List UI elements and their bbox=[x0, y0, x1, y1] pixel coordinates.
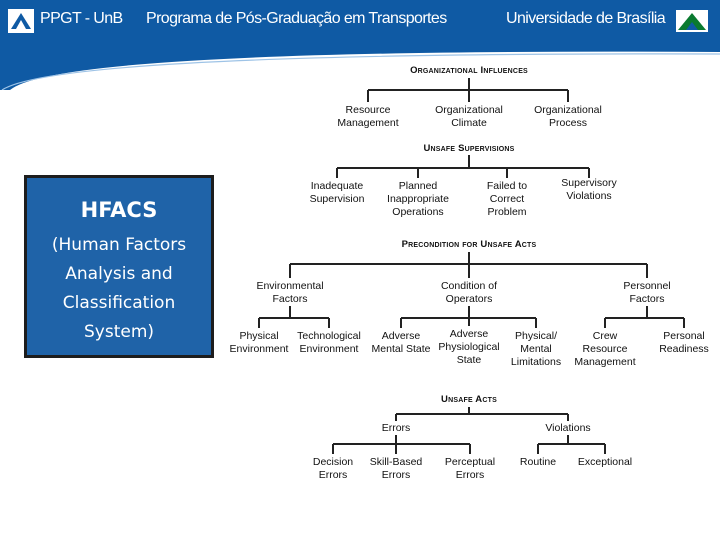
ppgt-logo-icon bbox=[8, 9, 34, 33]
node-adverse-physiological-state: Adverse Physiological State bbox=[438, 328, 500, 366]
unb-logo-icon bbox=[676, 10, 708, 32]
node-crew-resource-management: Crew Resource Management bbox=[574, 330, 636, 368]
node-violations: Violations bbox=[545, 422, 591, 434]
node-physical-mental-limitations: Physical/ Mental Limitations bbox=[510, 330, 562, 368]
header-university: Universidade de Brasília bbox=[506, 10, 666, 27]
node-adverse-mental-state: Adverse Mental State bbox=[371, 330, 431, 355]
node-organizational-process: Organizational Process bbox=[534, 104, 602, 129]
node-condition-of-operators: Condition of Operators bbox=[440, 280, 498, 305]
node-failed-to-correct-problem: Failed to Correct Problem bbox=[486, 180, 528, 218]
section-precondition-for-unsafe-acts: Precondition for Unsafe Acts bbox=[401, 239, 537, 250]
node-inadequate-supervision: Inadequate Supervision bbox=[309, 180, 365, 205]
node-planned-inappropriate-operations: Planned Inappropriate Operations bbox=[387, 180, 449, 218]
node-personnel-factors: Personnel Factors bbox=[623, 280, 671, 305]
header-program: Programa de Pós-Graduação em Transportes bbox=[146, 10, 447, 27]
section-unsafe-acts: Unsafe Acts bbox=[441, 394, 497, 405]
header-curve bbox=[0, 42, 720, 90]
node-personal-readiness: Personal Readiness bbox=[659, 330, 709, 355]
node-skill-based-errors: Skill-Based Errors bbox=[369, 456, 423, 481]
node-routine: Routine bbox=[519, 456, 557, 468]
node-organizational-climate: Organizational Climate bbox=[435, 104, 503, 129]
node-resource-management: Resource Management bbox=[337, 104, 399, 129]
hfacs-subtitle: (Human Factors Analysis and Classificati… bbox=[51, 235, 187, 342]
node-physical-environment: Physical Environment bbox=[229, 330, 289, 355]
hfacs-title: HFACS bbox=[80, 198, 158, 222]
node-decision-errors: Decision Errors bbox=[312, 456, 354, 481]
node-environmental-factors: Environmental Factors bbox=[256, 280, 324, 305]
header-logo-text: PPGT - UnB bbox=[40, 10, 123, 27]
node-supervisory-violations: Supervisory Violations bbox=[561, 177, 617, 202]
node-technological-environment: Technological Environment bbox=[297, 330, 361, 355]
hfacs-title-box: HFACS (Human Factors Analysis and Classi… bbox=[24, 175, 214, 358]
node-errors: Errors bbox=[381, 422, 411, 434]
header-bar bbox=[0, 0, 720, 42]
node-exceptional: Exceptional bbox=[577, 456, 633, 468]
node-perceptual-errors: Perceptual Errors bbox=[444, 456, 496, 481]
section-unsafe-supervisions: Unsafe Supervisions bbox=[423, 143, 515, 154]
section-organizational-influences: Organizational Influences bbox=[410, 65, 528, 76]
